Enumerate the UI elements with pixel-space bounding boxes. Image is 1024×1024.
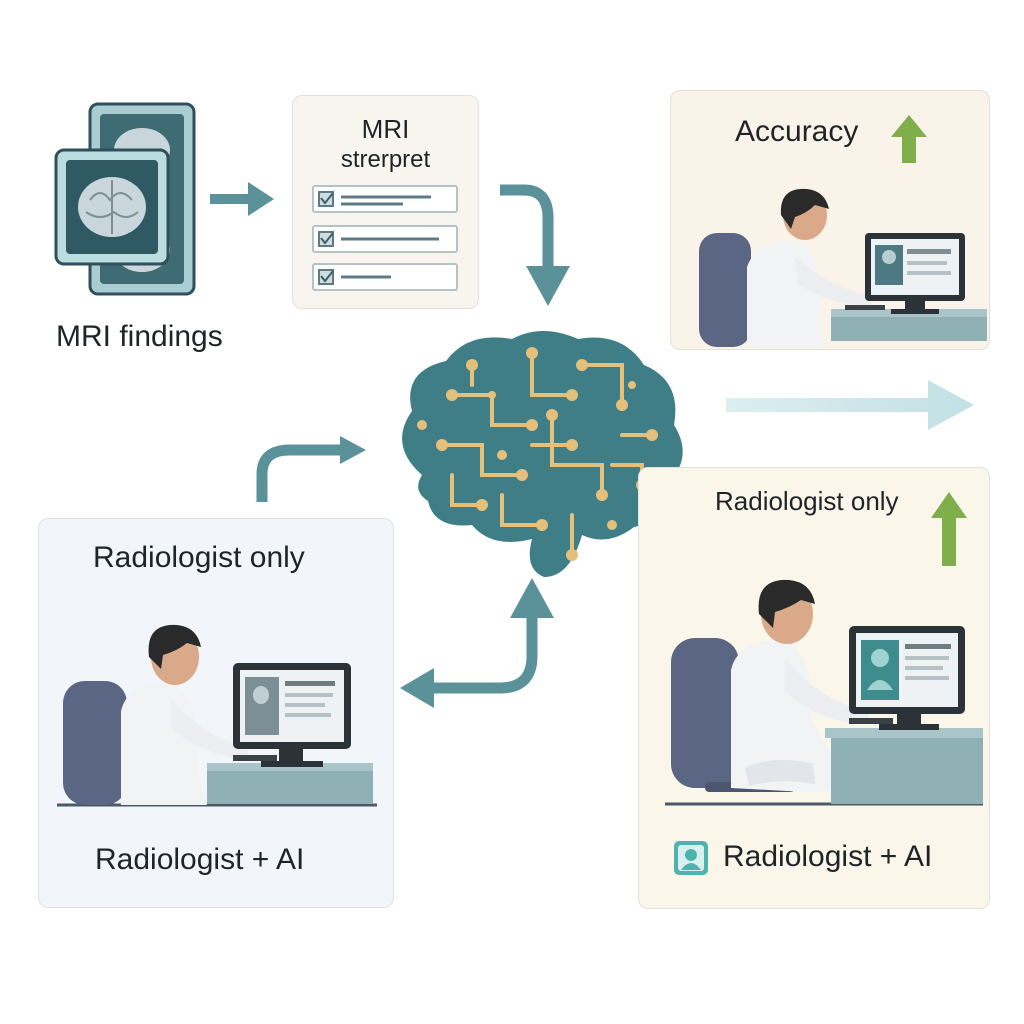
left-card-footer: Radiologist + AI — [95, 843, 305, 876]
mri-scan-stack — [50, 100, 200, 300]
arrow-to-right — [722, 376, 978, 434]
arrow-brain-to-left-card — [396, 572, 556, 712]
radiologist-workstation-illustration — [665, 579, 983, 806]
person-badge-icon — [674, 841, 708, 875]
right-card-title: Radiologist only — [715, 486, 899, 516]
interpret-title-line2: strerpret — [340, 146, 431, 173]
mri-interpret-card: MRI strerpret — [292, 95, 479, 309]
arrow-left-card-to-brain — [250, 430, 370, 504]
circuit-brain — [382, 325, 692, 585]
radiologist-only-card-left: Radiologist only — [38, 518, 394, 908]
radiologist-workstation-illustration — [57, 624, 377, 807]
radiologist-workstation-illustration — [699, 188, 987, 347]
up-arrow-icon — [891, 115, 927, 163]
up-arrow-icon — [931, 492, 967, 566]
radiologist-only-card-right: Radiologist only — [638, 467, 990, 909]
brain-scan-icon — [54, 102, 196, 296]
arrow-mri-to-interpret — [208, 180, 278, 220]
accuracy-card: Accuracy — [670, 90, 990, 350]
interpret-title-line1: MRI — [361, 114, 410, 144]
right-card-footer: Radiologist + AI — [723, 840, 933, 873]
mri-findings-label: MRI findings — [56, 320, 223, 353]
left-card-title: Radiologist only — [93, 541, 305, 574]
accuracy-title: Accuracy — [735, 115, 859, 148]
checklist-icon — [312, 185, 458, 291]
circuit-brain-icon — [402, 331, 683, 577]
arrow-interpret-to-brain — [496, 178, 586, 313]
